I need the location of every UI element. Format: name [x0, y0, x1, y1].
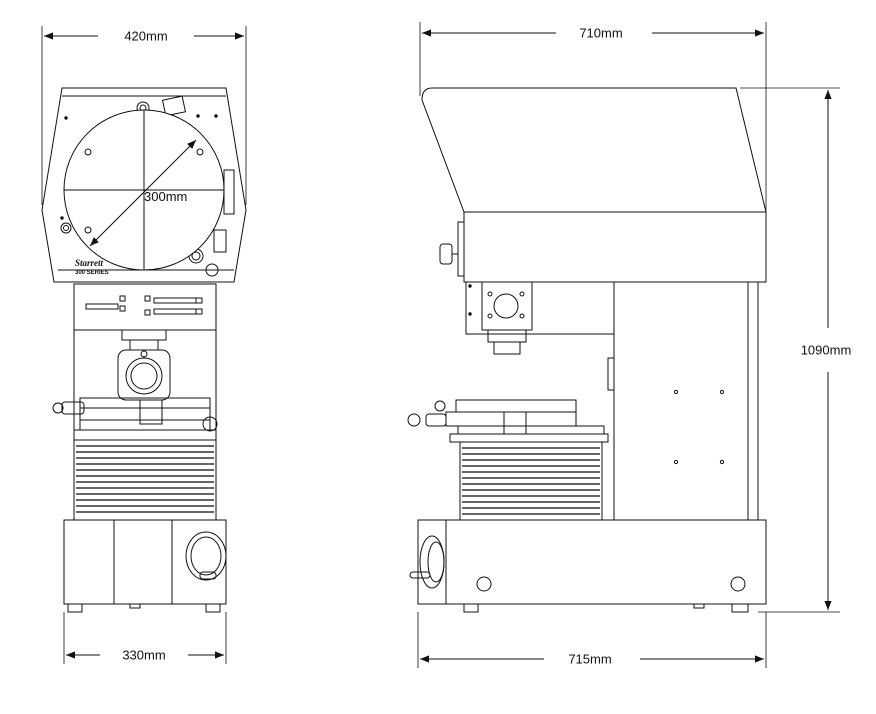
side-bellows-cover — [459, 441, 603, 521]
projector-hood — [421, 87, 767, 213]
base-cabinet — [63, 519, 227, 613]
side-view — [407, 22, 840, 668]
screen-diameter-label: 300mm — [144, 189, 187, 204]
front-view — [41, 26, 247, 664]
front-base-dimension — [63, 612, 227, 664]
brand-logo-text: Starrett — [75, 258, 104, 268]
side-base-cabinet — [409, 519, 767, 613]
front-base-width-label: 330mm — [122, 647, 165, 662]
side-lens-bracket — [465, 281, 615, 355]
side-depth-top-label: 710mm — [579, 25, 622, 40]
bellows-cover — [73, 439, 217, 521]
side-height-label: 1090mm — [801, 342, 852, 357]
control-panel — [73, 283, 217, 331]
side-top-dimension — [419, 22, 767, 212]
side-base-dimension — [417, 612, 767, 668]
head-body — [439, 211, 767, 283]
side-height-dimension — [740, 87, 840, 613]
screen-diameter-arrow — [89, 139, 197, 247]
support-column — [607, 281, 759, 521]
series-label: 300 SERIES — [75, 270, 109, 276]
front-width-label: 420mm — [124, 28, 167, 43]
side-measuring-stage — [407, 399, 609, 443]
side-base-depth-label: 715mm — [568, 651, 611, 666]
measuring-stage — [52, 397, 218, 441]
front-width-dimension — [41, 26, 247, 205]
